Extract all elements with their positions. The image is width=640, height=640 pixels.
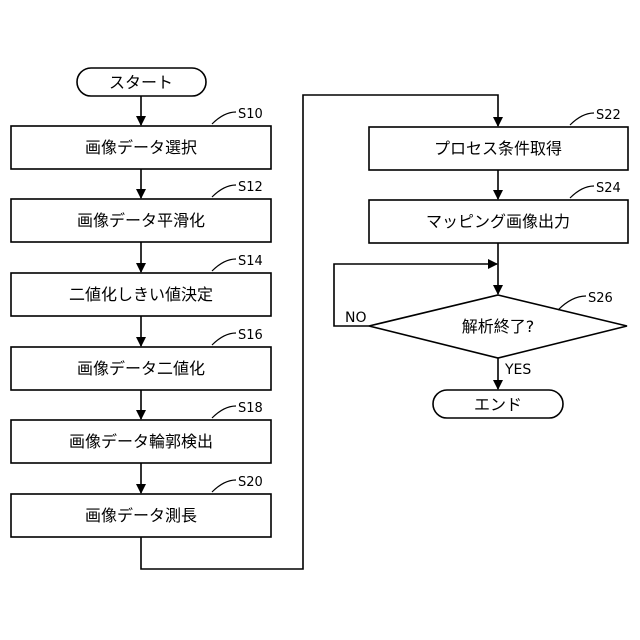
step-label: プロセス条件取得 <box>434 139 562 158</box>
step-id: S16 <box>238 328 263 343</box>
step-leader <box>212 406 236 418</box>
step-label: 画像データ輪郭検出 <box>69 432 213 451</box>
step-id: S24 <box>596 181 621 196</box>
step-id: S12 <box>238 180 263 195</box>
step-label: 二値化しきい値決定 <box>69 285 213 304</box>
step-label: 画像データ選択 <box>85 138 197 157</box>
start-label: スタート <box>109 73 173 92</box>
step-id: S18 <box>238 401 263 416</box>
step-leader <box>212 333 236 345</box>
step-leader <box>212 112 236 124</box>
step-leader <box>570 186 594 198</box>
step-leader <box>558 296 586 310</box>
decision-label: 解析終了? <box>462 317 535 336</box>
step-id: S26 <box>588 291 613 306</box>
step-id: S10 <box>238 107 263 122</box>
start-terminal: スタート <box>77 68 206 96</box>
end-label: エンド <box>474 395 522 414</box>
no-label: NO <box>345 310 367 326</box>
step-leader <box>570 113 594 125</box>
step-id: S14 <box>238 254 263 269</box>
step-label: 画像データ測長 <box>85 506 197 525</box>
decision-s26: 解析終了? S26 <box>369 291 627 358</box>
step-label: 画像データ平滑化 <box>77 211 205 230</box>
step-id: S20 <box>238 475 263 490</box>
step-leader <box>212 259 236 271</box>
end-terminal: エンド <box>433 390 563 418</box>
step-label: 画像データ二値化 <box>77 359 205 378</box>
yes-label: YES <box>504 362 531 378</box>
step-leader <box>212 185 236 197</box>
step-id: S22 <box>596 108 621 123</box>
step-leader <box>212 480 236 492</box>
step-label: マッピング画像出力 <box>426 212 570 231</box>
